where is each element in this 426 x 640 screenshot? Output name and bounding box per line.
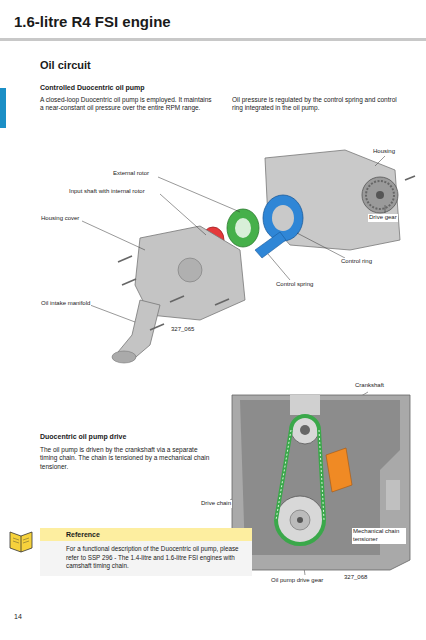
figure-number: 327_068 <box>343 574 368 582</box>
part-label: Control spring <box>275 281 314 289</box>
page-number: 14 <box>14 612 22 621</box>
part-label: Control ring <box>340 258 373 266</box>
part-label: Mechanical chain tensioner <box>352 528 406 544</box>
part-label: Input shaft with internal rotor <box>68 188 146 196</box>
exploded-pump <box>112 150 415 363</box>
book-icon <box>10 532 32 552</box>
body-text: Oil pressure is regulated by the control… <box>232 96 407 113</box>
part-label: Housing cover <box>40 215 80 223</box>
section-tab <box>0 88 6 128</box>
part-label: Housing <box>372 148 396 156</box>
page-title: 1.6-litre R4 FSI engine <box>14 12 171 32</box>
part-label: Oil pump drive gear <box>270 577 324 585</box>
part-label: External rotor <box>112 170 150 178</box>
subheading: Controlled Duocentric oil pump <box>40 83 145 92</box>
body-text: A closed-loop Duocentric oil pump is emp… <box>40 96 215 113</box>
part-label: Crankshaft <box>354 382 385 390</box>
part-label: Drive chain <box>200 500 232 508</box>
part-label: Oil intake manifold <box>40 300 91 308</box>
reference-box: ReferenceFor a functional description of… <box>40 528 252 576</box>
engine-cutaway <box>232 395 410 570</box>
header-rule <box>0 38 426 41</box>
body-text: The oil pump is driven by the crankshaft… <box>40 446 215 471</box>
part-label: Drive gear <box>368 214 398 222</box>
reference-text: For a functional description of the Duoc… <box>40 541 252 576</box>
subheading: Duocentric oil pump drive <box>40 432 126 441</box>
figure-number: 327_065 <box>170 326 195 334</box>
reference-heading: Reference <box>40 528 252 541</box>
section-heading: Oil circuit <box>40 58 91 72</box>
